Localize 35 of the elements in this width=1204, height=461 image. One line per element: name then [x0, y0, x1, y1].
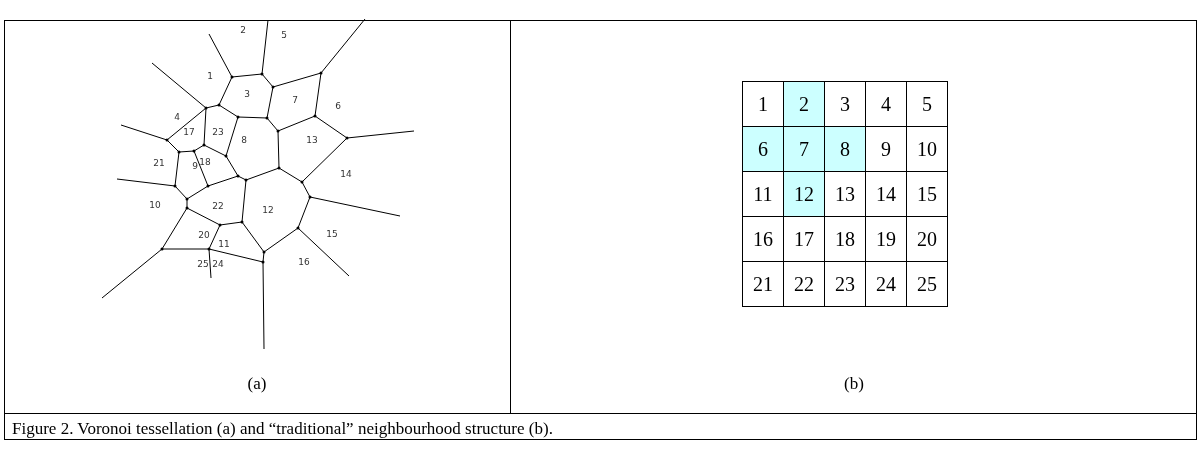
region-number: 25	[197, 259, 209, 269]
region-number: 4	[174, 112, 180, 122]
region-number: 10	[149, 200, 161, 210]
region-number: 13	[306, 135, 318, 145]
figure-caption: Figure 2. Voronoi tessellation (a) and “traditional” neighbourhood structure (b).	[12, 419, 553, 439]
region-number: 21	[153, 158, 165, 168]
grid-cell: 21	[742, 261, 784, 307]
region-number: 20	[198, 230, 210, 240]
grid-cell: 25	[906, 261, 948, 307]
region-number: 9	[192, 161, 198, 171]
region-number: 6	[335, 101, 341, 111]
region-number: 3	[244, 89, 250, 99]
region-number: 18	[199, 157, 211, 167]
grid-cell: 2	[783, 81, 825, 127]
region-number: 15	[326, 229, 338, 239]
region-number: 7	[292, 95, 298, 105]
grid-cell: 7	[783, 126, 825, 172]
region-number: 2	[240, 25, 246, 35]
region-number: 1	[207, 71, 213, 81]
region-number: 22	[212, 201, 224, 211]
grid-cell: 8	[824, 126, 866, 172]
region-number: 8	[241, 135, 247, 145]
region-number: 12	[262, 205, 274, 215]
region-number: 24	[212, 259, 224, 269]
region-number: 5	[281, 30, 287, 40]
region-number: 16	[298, 257, 310, 267]
grid-cell: 5	[906, 81, 948, 127]
region-number: 14	[340, 169, 352, 179]
region-number: 11	[218, 239, 230, 249]
panel-label: (b)	[844, 374, 864, 394]
panel-label: (a)	[247, 374, 267, 394]
grid-cell: 12	[783, 171, 825, 217]
grid-cell: 6	[742, 126, 784, 172]
region-number: 23	[212, 127, 224, 137]
region-number: 17	[183, 127, 195, 137]
